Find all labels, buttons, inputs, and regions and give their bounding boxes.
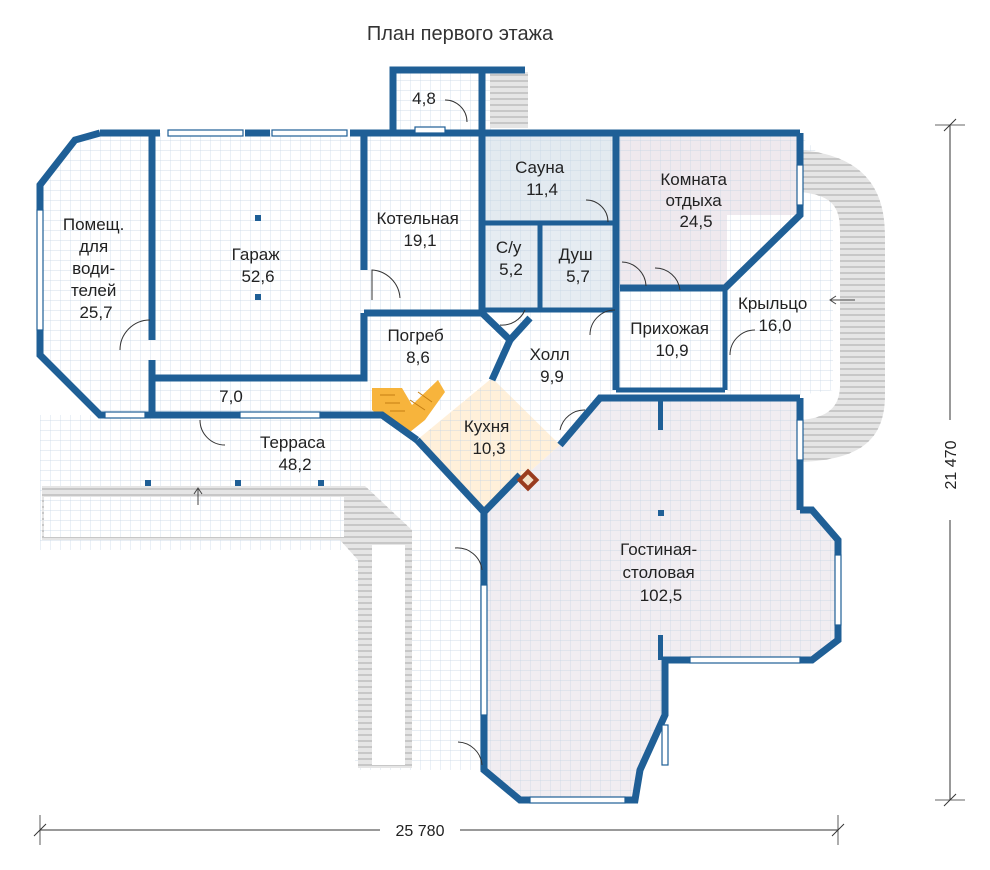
plan-title: План первого этажа [367, 23, 554, 45]
room-line: 24,5 [679, 212, 712, 231]
dimension-width-label: 25 780 [396, 823, 445, 840]
label-hall: Холл 9,9 [530, 345, 575, 386]
label-shower: Душ 5,7 [559, 245, 598, 286]
room-line: Помещ. [63, 215, 125, 234]
dimension-width: 25 780 [33, 815, 845, 845]
room-line: 5,7 [566, 267, 590, 286]
floors [40, 70, 885, 800]
room-line: для [79, 237, 108, 256]
column-markers [145, 215, 664, 660]
label-entry-hall: Прихожая 10,9 [630, 319, 714, 360]
room-labels: Помещ. для води- телей 25,7 Гараж 52,6 К… [63, 89, 812, 605]
room-line: столовая [623, 563, 695, 582]
room-line: 25,7 [79, 303, 112, 322]
label-corridor-area: 7,0 [219, 387, 243, 406]
room-line: 16,0 [758, 316, 791, 335]
room-line: 11,4 [526, 180, 558, 199]
north-steps [490, 72, 528, 128]
room-line: 102,5 [640, 586, 683, 605]
room-line: води- [72, 259, 115, 278]
room-line: Кухня [464, 417, 510, 436]
label-kitchen: Кухня 10,3 [464, 417, 514, 458]
label-living-dining: Гостиная- столовая 102,5 [620, 540, 702, 605]
room-line: Гараж [232, 245, 281, 264]
room-line: 10,9 [655, 341, 688, 360]
room-line: Терраса [260, 433, 326, 452]
room-line: 10,3 [472, 439, 505, 458]
fireplace-icon [516, 468, 540, 492]
room-line: Комната [660, 170, 727, 189]
room-line: отдыха [666, 191, 723, 210]
room-line: 48,2 [278, 455, 311, 474]
porch-steps [800, 150, 885, 462]
room-line: телей [71, 281, 116, 300]
room-line: 52,6 [241, 267, 274, 286]
room-line: Прихожая [630, 319, 709, 338]
room-line: 19,1 [403, 231, 436, 250]
room-line: Погреб [387, 326, 444, 345]
label-wc: С/у 5,2 [496, 238, 526, 279]
arrow-icon [193, 295, 855, 505]
windows [36, 126, 842, 804]
room-line: Холл [530, 345, 570, 364]
label-driver-room: Помещ. для води- телей 25,7 [63, 215, 129, 322]
room-line: Сауна [515, 158, 565, 177]
dimension-height-label: 21 470 [943, 440, 960, 489]
dimension-height: 21 470 [935, 118, 965, 807]
label-garage: Гараж 52,6 [232, 245, 285, 286]
door-swing-icon [119, 99, 756, 766]
label-boiler-room: Котельная 19,1 [376, 209, 463, 250]
label-terrace: Терраса 48,2 [260, 433, 330, 474]
room-line: С/у [496, 238, 522, 257]
label-cellar: Погреб 8,6 [387, 326, 448, 367]
room-line: Гостиная- [620, 540, 697, 559]
label-porch: Крыльцо 16,0 [738, 294, 812, 335]
label-rest-room: Комната отдыха 24,5 [660, 170, 731, 231]
room-line: Крыльцо [738, 294, 807, 313]
room-line: 9,9 [540, 367, 564, 386]
label-small-room-area: 4,8 [412, 89, 436, 108]
room-line: Душ [559, 245, 593, 264]
room-line: Котельная [376, 209, 458, 228]
room-line: 5,2 [499, 260, 523, 279]
room-line: 8,6 [406, 348, 430, 367]
label-sauna: Сауна 11,4 [515, 158, 569, 199]
